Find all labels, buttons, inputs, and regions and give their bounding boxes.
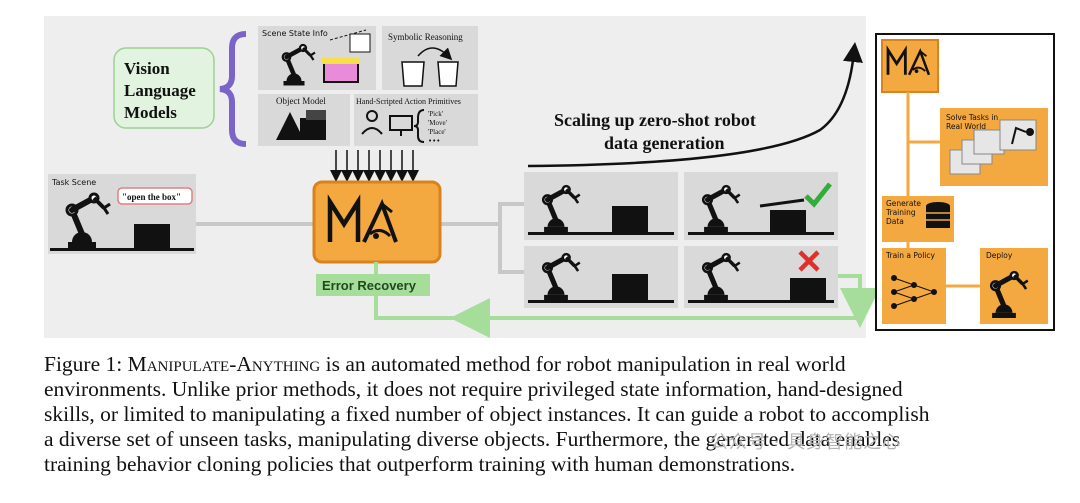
brace-icon xyxy=(219,31,247,147)
svg-text:Training: Training xyxy=(885,208,916,217)
scaling-title: Scaling up zero-shot robot xyxy=(554,110,756,130)
error-recovery-badge xyxy=(316,274,430,296)
cross-icon xyxy=(798,250,820,272)
svg-text:Hand-Scripted Action Primitive: Hand-Scripted Action Primitives xyxy=(356,97,461,106)
svg-text:Task Scene: Task Scene xyxy=(51,178,96,187)
vlm-box xyxy=(113,47,215,129)
vlm-input-arrows xyxy=(330,150,419,182)
figure-caption: Figure 1: Manipulate-Anything is an auto… xyxy=(44,352,1064,477)
caption-line: a diverse set of unseen tasks, manipulat… xyxy=(44,427,901,451)
caption-line: Figure 1: Manipulate-Anything is an auto… xyxy=(44,352,846,376)
pipeline-ma-logo xyxy=(881,39,939,93)
rollout-tile-1 xyxy=(524,172,678,240)
figure-number: Figure 1: xyxy=(44,352,123,376)
caption-line: skills, or limited to manipulating a fix… xyxy=(44,402,930,426)
error-recovery-label: Error Recovery xyxy=(322,278,417,293)
generate-data-box: Generate Training Data xyxy=(882,196,954,242)
action-primitives-tile: Hand-Scripted Action Primitives 'Pick' '… xyxy=(354,94,478,146)
scaling-title: data generation xyxy=(604,133,725,153)
vlm-label: Language xyxy=(124,81,196,100)
solve-tasks-box: Solve Tasks in Real World xyxy=(940,108,1048,186)
scene-state-tile: Scene State Info xyxy=(258,26,376,90)
svg-text:Generate: Generate xyxy=(886,199,921,208)
rollout-tile-3 xyxy=(524,246,678,308)
symbolic-reasoning-tile: Symbolic Reasoning xyxy=(382,26,478,90)
svg-text:•••: ••• xyxy=(428,137,440,145)
svg-text:Object Model: Object Model xyxy=(276,96,326,106)
scaling-curve xyxy=(527,42,863,168)
deploy-box: Deploy xyxy=(980,248,1048,324)
train-policy-box: Train a Policy xyxy=(882,248,946,324)
rollout-tile-2-success xyxy=(684,172,838,240)
rollout-tile-4-failure xyxy=(684,246,838,308)
vlm-label: Models xyxy=(124,103,177,122)
svg-text:'Pick': 'Pick' xyxy=(428,110,443,118)
caption-line: environments. Unlike prior methods, it d… xyxy=(44,377,903,401)
svg-text:Deploy: Deploy xyxy=(986,251,1013,260)
svg-text:Real World: Real World xyxy=(946,122,986,131)
svg-text:Data: Data xyxy=(886,217,904,226)
caption-line: training behavior cloning policies that … xyxy=(44,452,796,476)
vlm-label: Vision xyxy=(124,59,170,78)
svg-text:Symbolic Reasoning: Symbolic Reasoning xyxy=(388,32,463,42)
method-name: Manipulate-Anything xyxy=(127,352,321,376)
svg-text:Solve Tasks in: Solve Tasks in xyxy=(946,113,998,122)
watermark: 公众号 · 具身智能之心 xyxy=(710,432,902,453)
svg-text:Train a Policy: Train a Policy xyxy=(885,251,935,260)
svg-text:"open the box": "open the box" xyxy=(122,192,181,202)
svg-text:'Place': 'Place' xyxy=(428,128,446,136)
task-scene-tile: Task Scene "open the box" xyxy=(48,174,196,254)
ma-logo-center xyxy=(312,180,442,264)
svg-text:Scene State Info: Scene State Info xyxy=(262,29,328,38)
object-model-tile: Object Model xyxy=(258,94,350,146)
checkmark-icon xyxy=(804,182,832,208)
svg-text:'Move': 'Move' xyxy=(428,119,447,127)
